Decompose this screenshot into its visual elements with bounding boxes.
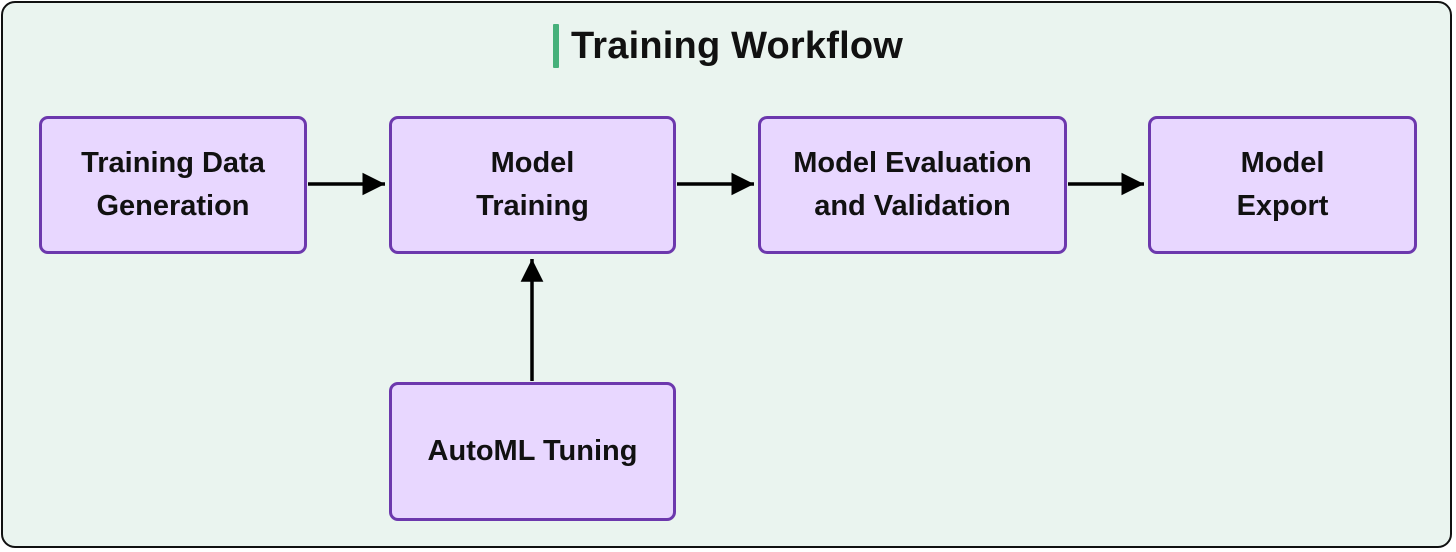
node-label: Training Data Generation — [81, 147, 265, 222]
node-model-evaluation: Model Evaluation and Validation — [758, 116, 1067, 254]
title-area: Training Workflow — [0, 20, 1456, 72]
diagram-title: Training Workflow — [570, 24, 904, 67]
node-model-training: Model Training — [389, 116, 676, 254]
title-accent-bar — [552, 24, 559, 68]
node-label: Model Training — [476, 147, 589, 222]
node-model-export: Model Export — [1148, 116, 1417, 254]
node-training-data-generation: Training Data Generation — [39, 116, 307, 254]
node-label: AutoML Tuning — [427, 435, 638, 467]
node-automl-tuning: AutoML Tuning — [389, 382, 676, 521]
node-label: Model Evaluation and Validation — [793, 147, 1032, 222]
node-label: Model Export — [1236, 147, 1329, 222]
